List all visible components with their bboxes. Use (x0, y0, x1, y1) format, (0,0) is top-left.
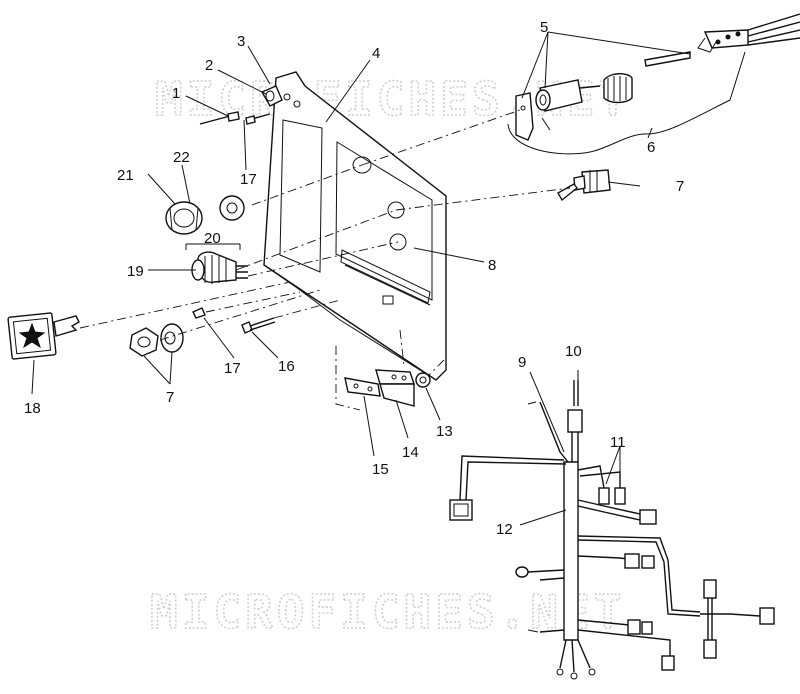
callout-18: 18 (24, 400, 41, 417)
callout-2: 2 (205, 57, 213, 74)
callout-1: 1 (172, 85, 180, 102)
key-18 (7, 312, 80, 360)
washer-22 (219, 195, 245, 221)
callout-16: 16 (278, 358, 295, 375)
callout-11: 11 (610, 434, 626, 451)
nut-21 (165, 201, 203, 235)
callout-20: 20 (204, 230, 221, 247)
callout-8: 8 (488, 257, 496, 274)
nut-washer-7-left (129, 323, 184, 357)
callout-10: 10 (565, 343, 582, 360)
callout-9: 9 (518, 354, 526, 371)
bracket-2 (261, 85, 283, 107)
callout-3: 3 (237, 33, 245, 50)
callout-6: 6 (647, 139, 655, 156)
screws-left (192, 111, 276, 334)
callout-19: 19 (127, 263, 144, 280)
callout-22: 22 (173, 149, 190, 166)
mount-brackets (344, 369, 431, 407)
callout-5: 5 (540, 19, 548, 36)
switch-assembly-6 (507, 13, 800, 155)
callout-21: 21 (117, 167, 134, 184)
callout-14: 14 (402, 444, 419, 461)
callout-17-top: 17 (240, 171, 257, 188)
leader-lines (31, 31, 691, 526)
alignment-lines (79, 109, 571, 411)
toggle-switch (557, 169, 611, 202)
callout-15: 15 (372, 461, 389, 478)
dash-panel (263, 71, 447, 381)
watermark-bottom: MICROFICHES.NET (150, 585, 625, 639)
callout-labels: 1 2 3 4 5 6 7 7 8 9 10 11 12 13 14 15 16… (24, 19, 684, 538)
callout-13: 13 (436, 423, 453, 440)
callout-12: 12 (496, 521, 513, 538)
callout-7-left: 7 (166, 389, 174, 406)
wiring-harness (449, 380, 775, 680)
callout-4: 4 (372, 45, 380, 62)
callout-7-right: 7 (676, 178, 684, 195)
callout-17-bottom: 17 (224, 360, 241, 377)
ignition-switch-19 (191, 251, 248, 284)
